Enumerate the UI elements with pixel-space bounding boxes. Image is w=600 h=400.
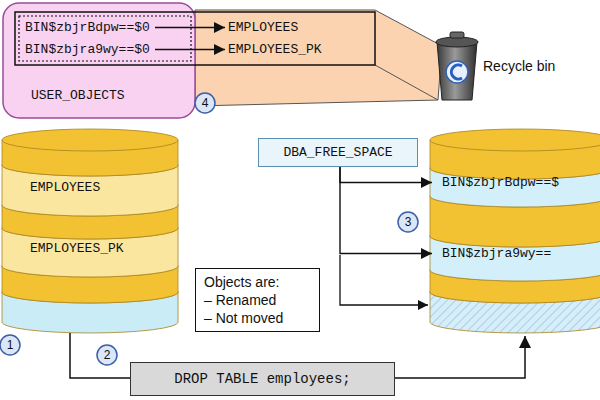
- view-box: DBA_FREE_SPACE: [258, 138, 418, 167]
- node-text: EMPLOYEES_PK: [30, 240, 126, 257]
- connector-arrow: [155, 49, 225, 50]
- node-text: BIN$zbjrBdpw==$: [442, 174, 562, 191]
- flow-arrow: [395, 336, 525, 378]
- recycle-bin-icon: [436, 32, 478, 100]
- user-objects-panel: [3, 3, 195, 118]
- node-text: USER_OBJECTS: [31, 87, 195, 104]
- dotted-box: [19, 16, 191, 61]
- node-text: BIN$zbjra9wy==$0: [25, 41, 152, 58]
- table-name: EMPLOYEES: [225, 18, 304, 37]
- disk-top: [2, 129, 178, 151]
- node-text: – Not moved: [204, 309, 311, 327]
- mapping-region: [195, 10, 442, 106]
- connector-arrow: [155, 27, 225, 28]
- node-text: BIN$zbjrBdpw==$0: [25, 19, 152, 36]
- disk-label: EMPLOYEES_PK: [26, 238, 130, 259]
- disk-top: [430, 129, 600, 151]
- icon-label: Recycle bin: [483, 57, 563, 75]
- callout-number: 4: [195, 93, 215, 113]
- bin-name: BIN$zbjra9wy==$0: [22, 40, 155, 59]
- flow-line: [70, 333, 130, 378]
- node-text: DBA_FREE_SPACE: [269, 144, 407, 161]
- node-text: DROP TABLE employees;: [141, 370, 384, 388]
- node-text: BIN$zbjra9wy==: [442, 245, 554, 262]
- free-space-arrow: [340, 255, 428, 305]
- bin-name: BIN$zbjrBdpw==$0: [22, 18, 155, 37]
- node-text: EMPLOYEES: [228, 19, 301, 36]
- callout-number: 2: [97, 345, 117, 365]
- disk-label: BIN$zbjra9wy==: [432, 243, 558, 264]
- disk-stack: [430, 129, 600, 333]
- disk-stack: [2, 129, 178, 333]
- leader-line: [375, 65, 438, 100]
- node-text: – Renamed: [204, 291, 311, 309]
- callout-number: 3: [398, 212, 418, 232]
- callout-number: 1: [0, 335, 20, 355]
- disk-label: EMPLOYEES: [26, 177, 107, 198]
- callout-circle: [0, 335, 20, 355]
- node-text: EMPLOYEES_PK: [228, 41, 324, 58]
- note-box: Objects are:– Renamed– Not moved: [195, 268, 320, 332]
- command-box: DROP TABLE employees;: [130, 362, 395, 396]
- connector-arrow: [340, 167, 432, 183]
- callout-circle: [195, 93, 215, 113]
- node-text: Objects are:: [204, 273, 311, 291]
- callout-circle: [97, 345, 117, 365]
- frame: [15, 12, 375, 65]
- table-name: EMPLOYEES_PK: [225, 40, 327, 59]
- connector-arrow: [340, 167, 432, 254]
- callout-circle: [398, 212, 418, 232]
- disk-label: BIN$zbjrBdpw==$: [432, 172, 566, 193]
- node-text: EMPLOYEES: [30, 179, 103, 196]
